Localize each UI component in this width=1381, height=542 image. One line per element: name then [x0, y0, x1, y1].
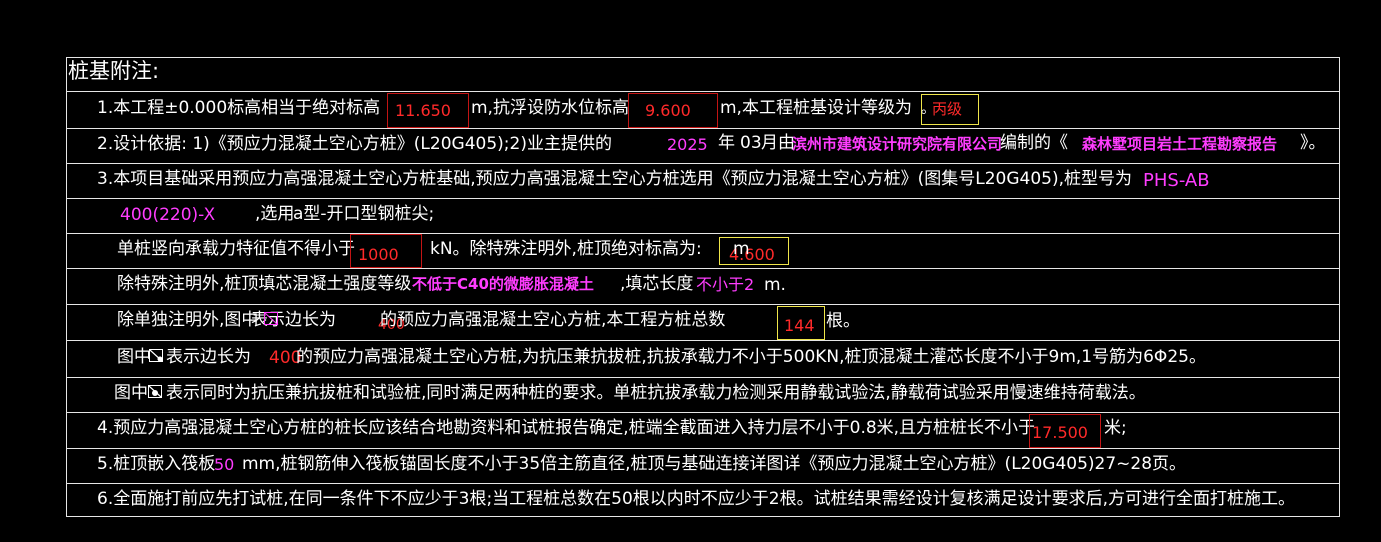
note-2-month-char: 月由: [761, 133, 795, 153]
design-grade-value-box[interactable]: [921, 94, 979, 125]
min-pile-length-value: 17.500: [1032, 423, 1088, 442]
pile-top-elevation-unit: m: [733, 239, 750, 259]
report-year: 2025: [667, 135, 708, 154]
note-3-test-text: 表示同时为抗压兼抗拔桩和试验桩,同时满足两种桩的要求。单桩抗拔承载力检测采用静载…: [166, 383, 1146, 403]
embed-depth-value: 50: [214, 455, 235, 474]
pile-model-value: PHS-AB: [1143, 170, 1210, 191]
report-month: 03: [740, 133, 762, 153]
note-1-text-c: m,本工程桩基设计等级为: [720, 98, 912, 118]
note-1-text: 1.本工程±0.000标高相当于绝对标高: [97, 98, 381, 118]
note-3-total-text: 的预应力高强混凝土空心方桩,本工程方桩总数: [380, 310, 726, 330]
note-5-text: mm,桩钢筋伸入筏板锚固长度不小于35倍主筋直径,桩顶与基础连接详图详《预应力混…: [242, 454, 1187, 474]
uplift-pile-side-value: 400: [269, 348, 302, 368]
row-divider: [66, 233, 1340, 234]
bearing-capacity-value: 1000: [358, 245, 399, 264]
note-3-capacity-text: 单桩竖向承载力特征值不得小于: [117, 239, 355, 259]
row-divider: [66, 340, 1340, 341]
pile-length-box[interactable]: [1029, 414, 1101, 448]
note-3-pile-top-text: kN。除特殊注明外,桩顶绝对标高为:: [430, 239, 702, 259]
row-divider: [66, 91, 1340, 92]
row-divider: [66, 304, 1340, 305]
notes-table-frame: [66, 57, 1340, 517]
pile-symbol-test-icon: [148, 385, 162, 398]
note-2-compiled: 编制的《: [1000, 133, 1068, 153]
note-2-year-char: 年: [718, 133, 735, 153]
note-3-uplift-side-label: 表示边长为: [166, 347, 251, 367]
water-level-value-box[interactable]: [628, 93, 718, 128]
anti-float-water-level-value: 9.600: [645, 101, 691, 120]
row-divider: [66, 412, 1340, 413]
note-1-text-b: m,抗浮设防水位标高: [471, 98, 629, 118]
row-divider: [66, 268, 1340, 269]
note-2-text: 2.设计依据: 1)《预应力混凝土空心方桩》(L20G405);2)业主提供的: [97, 134, 612, 154]
row-divider: [66, 163, 1340, 164]
elevation-value-box[interactable]: [387, 93, 469, 128]
row-divider: [66, 128, 1340, 129]
note-3-symbol-text: 除单独注明外,图中: [117, 310, 259, 330]
notes-title: 桩基附注:: [68, 59, 160, 83]
note-2-end: 》。: [1300, 133, 1326, 153]
note-3-uplift-label: 图中: [117, 347, 151, 367]
design-grade-value: 丙级: [932, 100, 963, 118]
design-grade-dot: 。: [921, 101, 935, 117]
pile-symbol-icon: [264, 312, 279, 326]
pile-top-elevation-value: 4.600: [729, 245, 775, 264]
note-3-text: 3.本项目基础采用预应力高强混凝土空心方桩基础,预应力高强混凝土空心方桩选用《预…: [97, 169, 1133, 189]
note-3-fill-length: ,填芯长度: [620, 274, 694, 294]
capacity-value-box[interactable]: [350, 234, 422, 268]
pile-side-length-value: 400: [378, 317, 405, 333]
note-5-label: 5.桩顶嵌入筏板: [97, 454, 216, 474]
report-name: 森林墅项目岩土工程勘察报告: [1082, 135, 1278, 153]
row-divider: [66, 448, 1340, 449]
pile-tip-type: a型-开口型钢桩尖;: [293, 204, 435, 224]
pile-total-value: 144: [784, 316, 815, 335]
row-divider: [66, 483, 1340, 484]
concrete-grade-value: 不低于C40的微膨胀混凝土: [412, 275, 594, 293]
pile-total-unit: 根。: [826, 311, 860, 331]
absolute-elevation-value: 11.650: [395, 101, 451, 120]
row-divider: [66, 198, 1340, 199]
note-3-select: ,选用: [255, 204, 295, 224]
row-divider: [66, 377, 1340, 378]
fill-length-value: 不小于2: [696, 275, 755, 294]
pile-total-box[interactable]: [777, 306, 825, 340]
note-6-text: 6.全面施打前应先打试桩,在同一条件下不应少于3根;当工程桩总数在50根以内时不…: [97, 489, 1296, 509]
pile-spec-value: 400(220)-X: [120, 205, 216, 225]
note-3-uplift-text: 的预应力高强混凝土空心方桩,为抗压兼抗拔桩,抗拔承载力不小于500KN,桩顶混凝…: [296, 347, 1206, 367]
note-4-text: 4.预应力高强混凝土空心方桩的桩长应该结合地勘资料和试桩报告确定,桩端全截面进入…: [97, 418, 1036, 438]
pile-symbol-uplift-icon: [149, 349, 163, 362]
report-organization: 滨州市建筑设计研究院有限公司: [792, 135, 1003, 153]
pile-top-elevation-box[interactable]: [719, 237, 789, 265]
min-pile-length-unit: 米;: [1104, 418, 1127, 438]
fill-length-unit: m.: [764, 275, 786, 295]
note-3-test-label: 图中: [114, 383, 148, 403]
note-3-concrete-text: 除特殊注明外,桩顶填芯混凝土强度等级: [117, 274, 412, 294]
